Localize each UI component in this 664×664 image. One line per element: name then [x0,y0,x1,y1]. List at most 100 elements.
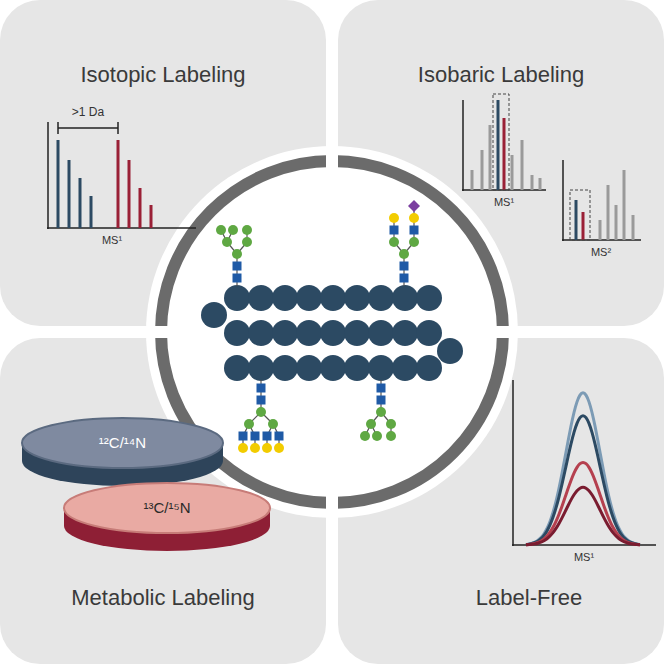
spectrum-peak [615,205,618,240]
amino-acid [224,355,250,381]
amino-acid [296,355,322,381]
amino-acid [272,320,298,346]
chromatogram-peak [526,487,640,544]
amino-acid [344,320,370,346]
mannose-circle [386,431,396,441]
sialic-diamond [408,200,420,212]
amino-acid [368,320,394,346]
glcnac-square [275,432,284,441]
panel-title: Isobaric Labeling [338,62,664,88]
glcnac-square [263,432,272,441]
method-panel: Metabolic Labeling¹²C/¹⁴N¹³C/¹⁵N [0,338,326,664]
mannose-circle [216,225,226,235]
glcnac-square [377,384,386,393]
galactose-circle [250,443,260,453]
mannose-circle [256,407,266,417]
amino-acid [224,320,250,346]
amino-acid [392,355,418,381]
mannose-circle [389,237,399,247]
spectrum-peak [539,178,542,190]
glycan [238,380,284,453]
dish-label: ¹³C/¹⁵N [62,499,272,517]
panel-title: Isotopic Labeling [0,62,326,88]
glycan [389,200,420,286]
spectrum-peak [90,196,93,228]
spectrum-peak [511,155,514,190]
amino-acid [248,285,274,311]
mass-difference: >1 Da [72,106,104,119]
spectrum-peak [607,185,610,240]
amino-acid [296,285,322,311]
amino-acid [416,285,442,311]
glcnac-square [233,262,242,271]
spectrum-peak [57,140,60,228]
method-panel: Isotopic Labeling [0,0,326,326]
mannose-circle [268,419,278,429]
galactose-circle [389,213,399,223]
spectrum-peak [623,170,626,240]
glcnac-square [400,262,409,271]
amino-acid [320,355,346,381]
mannose-circle [232,249,242,259]
glcnac-square [400,274,409,283]
amino-acid [392,285,418,311]
amino-acid [224,285,250,311]
axis [47,122,49,229]
mass-bracket [58,127,118,129]
mannose-circle [242,225,252,235]
reporter-peak [582,212,585,240]
spectrum-peak [79,178,82,228]
glcnac-square [251,432,260,441]
panel-title: Metabolic Labeling [0,585,326,611]
axis-label: MS¹ [102,234,122,247]
amino-acid [416,320,442,346]
mannose-circle [399,249,409,259]
amino-acid [320,285,346,311]
amino-acid [248,320,274,346]
axis-label: MS¹ [494,196,514,209]
dashed-box [570,190,590,240]
glycan [216,225,252,286]
amino-acid [344,355,370,381]
dish-outline [20,415,225,491]
amino-acid [201,302,227,328]
amino-acid [320,320,346,346]
spectrum-peak [139,188,142,228]
mannose-circle [372,431,382,441]
spectrum-peak [481,150,484,190]
amino-acid [437,338,463,364]
glcnac-square [239,432,248,441]
mannose-circle [242,237,252,247]
spectrum-peak [471,170,474,190]
amino-acid [272,355,298,381]
amino-acid [248,355,274,381]
spectrum-peak [68,160,71,228]
glcnac-square [377,396,386,405]
glycan [360,380,396,441]
galactose-circle [262,443,272,453]
spectrum-peak [531,175,534,190]
mannose-circle [376,407,386,417]
glcnac-square [390,226,399,235]
spectrum-peak [128,160,131,228]
galactose-circle [409,213,419,223]
mass-bracket [57,122,59,134]
axis-label: MS² [591,246,611,259]
chromatogram-peak [526,393,640,545]
spectrum-peak [117,140,120,228]
spectrum-peak [497,100,500,190]
culture-dish: ¹³C/¹⁵N [62,480,272,556]
spectrum-peak [503,118,506,190]
mannose-circle [360,431,370,441]
axis-label: MS¹ [574,551,594,564]
mannose-circle [386,419,396,429]
dish-outline [62,480,272,556]
amino-acid [344,285,370,311]
amino-acid [416,355,442,381]
amino-acid [296,320,322,346]
axis [462,100,464,191]
glcnac-square [257,396,266,405]
spectrum-peak [599,220,602,240]
